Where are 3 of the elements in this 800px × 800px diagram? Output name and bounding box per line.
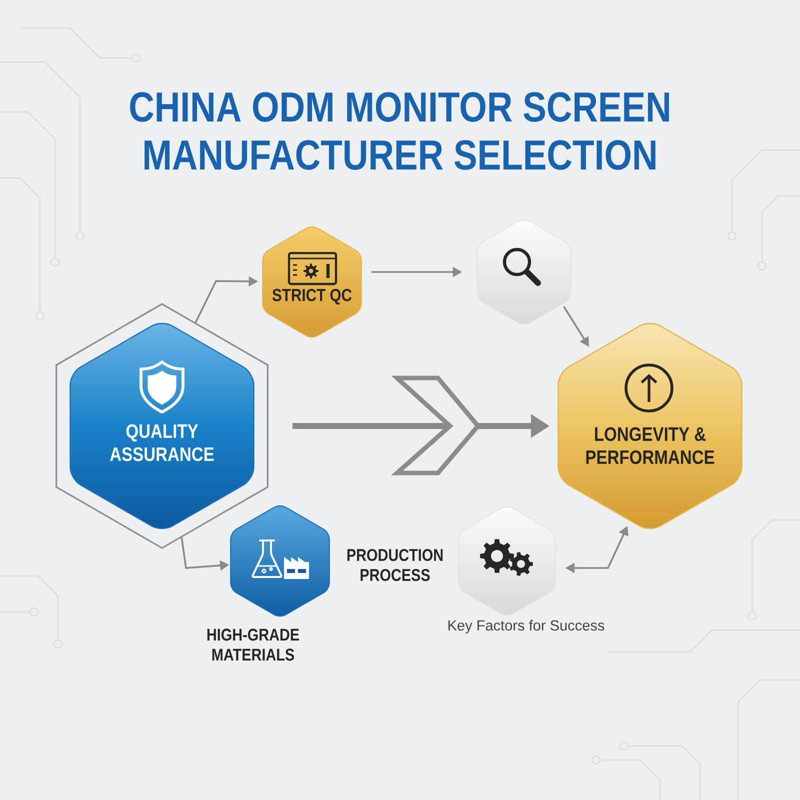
title: CHINA ODM MONITOR SCREEN MANUFACTURER SELECTION (130, 92, 669, 170)
hexagon-node: QUALITY ASSURANCE (56, 303, 268, 549)
stage-label: PRODUCTION PROCESS (347, 548, 443, 582)
